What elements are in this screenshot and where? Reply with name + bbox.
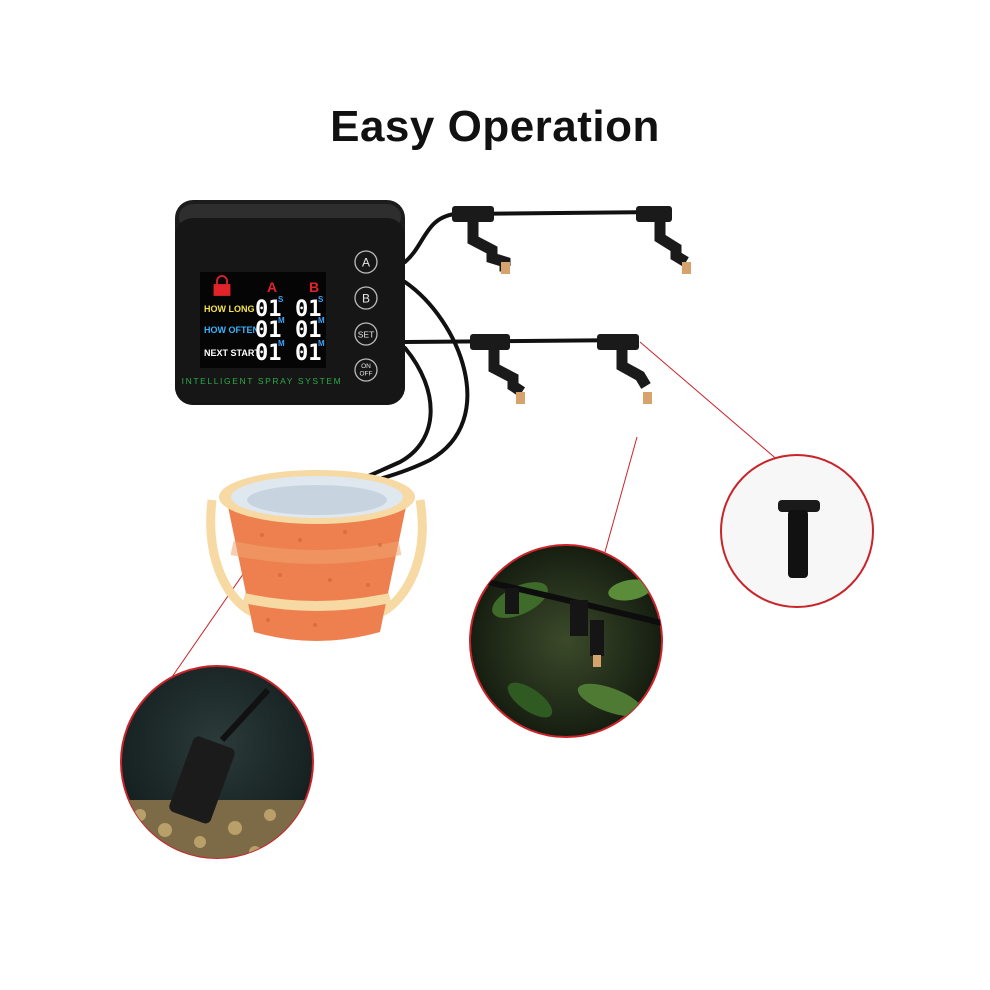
set-button[interactable]: SET [354,322,378,346]
power-on-label: ON [361,363,371,370]
how-often-a-unit: M [278,316,285,325]
page-title: Easy Operation [330,102,660,151]
plants-callout [469,544,663,738]
how-long-a-unit: S [278,295,284,304]
power-off-label: OFF [360,371,373,378]
controller-device: A B HOW LONG 01 S 01 S HOW OFTEN 01 M 01… [175,200,405,405]
how-long-a-value: 01 [255,297,282,322]
water-bucket [206,470,427,641]
button-a-label: A [362,256,370,270]
channel-b-label: B [309,279,319,295]
button-b-label: B [362,292,370,306]
row-label-next-start: NEXT START [204,348,260,358]
next-start-a-value: 01 [255,341,282,366]
next-start-a-unit: M [278,339,285,348]
filter-callout [120,665,314,859]
next-start-b-value: 01 [295,341,322,366]
how-often-b-value: 01 [295,318,322,343]
button-a[interactable]: A [354,250,378,274]
row-label-how-long: HOW LONG [204,304,255,314]
power-button[interactable]: ON OFF [354,358,378,382]
button-b[interactable]: B [354,286,378,310]
how-often-a-value: 01 [255,318,282,343]
how-often-b-unit: M [318,316,325,325]
lock-icon [213,275,231,296]
channel-a-label: A [267,279,277,295]
set-button-label: SET [358,330,375,340]
mist-nozzles [452,206,691,404]
how-long-b-value: 01 [295,297,322,322]
next-start-b-unit: M [318,339,325,348]
row-label-how-often: HOW OFTEN [204,325,259,335]
brand-text: INTELLIGENT SPRAY SYSTEM [182,376,343,386]
plug-callout [720,454,874,608]
lcd-screen: A B HOW LONG 01 S 01 S HOW OFTEN 01 M 01… [200,272,326,368]
how-long-b-unit: S [318,295,324,304]
